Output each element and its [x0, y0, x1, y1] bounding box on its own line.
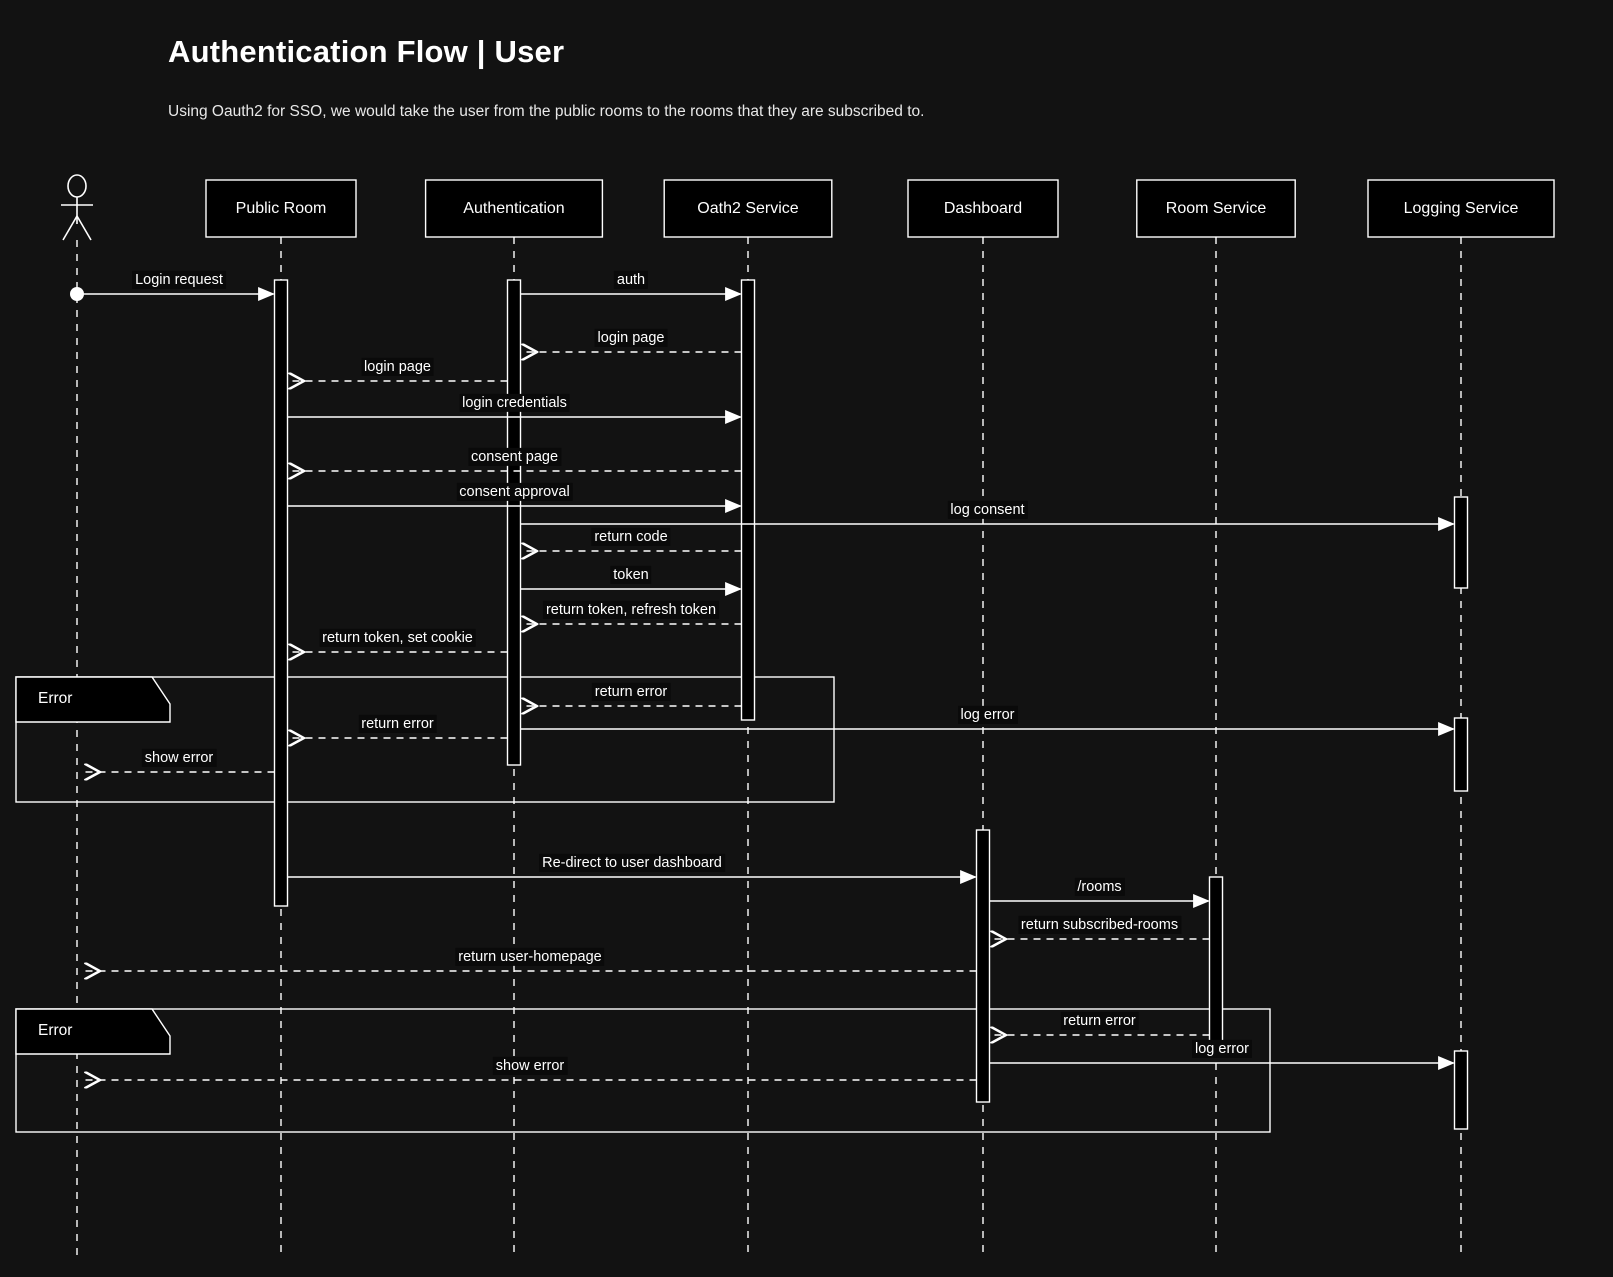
- message-label: consent page: [467, 447, 562, 466]
- participant-label-oauth: Oath2 Service: [697, 200, 799, 217]
- message-label: /rooms: [1074, 877, 1125, 896]
- participant-label-room: Room Service: [1165, 200, 1267, 217]
- message-label: return token, set cookie: [319, 628, 476, 647]
- participant-label-log: Logging Service: [1403, 200, 1519, 217]
- page-title: Authentication Flow | User: [168, 34, 565, 69]
- message-label: show error: [141, 748, 217, 767]
- message-label: Re-direct to user dashboard: [539, 853, 725, 872]
- activation-bar-public: [273, 279, 289, 907]
- participant-box-room[interactable]: [1136, 179, 1296, 238]
- participant-label-dash: Dashboard: [943, 200, 1023, 217]
- message-label: log error: [1192, 1039, 1252, 1058]
- message-label: consent approval: [456, 482, 573, 501]
- participant-box-log[interactable]: [1367, 179, 1555, 238]
- actor-icon: [61, 174, 93, 241]
- fragment-label-tab: [15, 676, 171, 723]
- fragment-box: [15, 676, 835, 803]
- message-label: auth: [613, 270, 649, 289]
- activation-bar-log: [1453, 496, 1469, 589]
- activation-bar-log: [1453, 1050, 1469, 1130]
- fragment-label: Error: [38, 1021, 73, 1039]
- message-label: login page: [361, 357, 434, 376]
- message-label: Login request: [132, 270, 226, 289]
- activation-bar-room: [1208, 876, 1224, 1051]
- message-label: return code: [591, 527, 671, 546]
- message-start-dot: [70, 287, 84, 301]
- fragment-label-tab: [15, 1008, 171, 1055]
- participant-label-auth: Authentication: [463, 200, 565, 217]
- message-label: return user-homepage: [455, 947, 605, 966]
- participant-label-public: Public Room: [235, 200, 327, 217]
- message-label: return subscribed-rooms: [1017, 915, 1182, 934]
- message-label: token: [610, 565, 652, 584]
- message-label: login page: [594, 328, 668, 347]
- message-label: return error: [1060, 1011, 1139, 1030]
- fragment-label: Error: [38, 689, 73, 707]
- message-label: return error: [358, 714, 437, 733]
- message-label: log error: [957, 705, 1018, 724]
- activation-bar-dash: [975, 829, 991, 1103]
- message-label: return token, refresh token: [542, 600, 720, 619]
- participant-box-oauth[interactable]: [663, 179, 833, 238]
- message-label: login credentials: [459, 393, 570, 412]
- message-label: show error: [492, 1056, 568, 1075]
- participant-box-public[interactable]: [205, 179, 357, 238]
- fragment-box: [15, 1008, 1271, 1133]
- activation-bar-auth: [506, 279, 522, 766]
- participant-box-dash[interactable]: [907, 179, 1059, 238]
- activation-bar-log: [1453, 717, 1469, 792]
- page-subtitle: Using Oauth2 for SSO, we would take the …: [168, 103, 925, 120]
- activation-bar-oauth: [740, 279, 756, 721]
- message-label: log consent: [947, 500, 1028, 519]
- participant-box-auth[interactable]: [424, 179, 604, 238]
- message-label: return error: [591, 682, 671, 701]
